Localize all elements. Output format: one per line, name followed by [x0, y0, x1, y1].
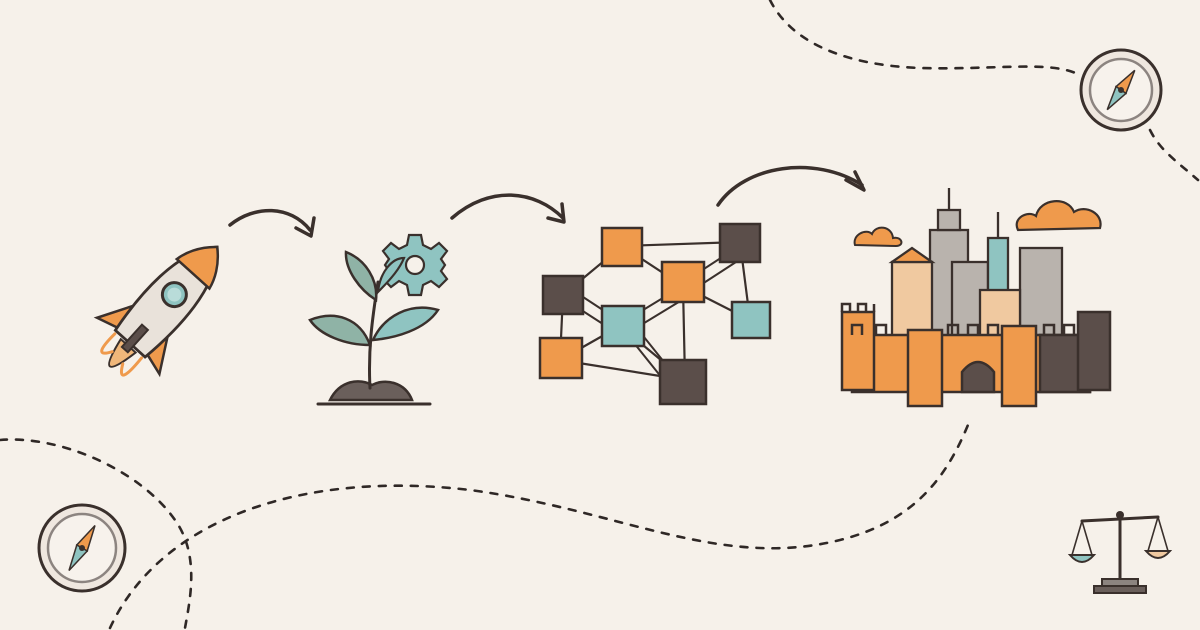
- rocket-icon: [93, 245, 220, 378]
- curved-arrow-icon: [450, 193, 566, 224]
- curved-arrow-icon: [228, 208, 316, 238]
- cube: [718, 222, 762, 264]
- castle-wall: [840, 302, 1112, 408]
- cube: [541, 274, 585, 316]
- dashed-path-top: [768, 0, 1082, 77]
- cloud-icon: [1015, 200, 1102, 232]
- curved-arrow-icon: [716, 165, 866, 207]
- balance-scale-icon: [1067, 511, 1173, 594]
- cube: [730, 300, 772, 340]
- cube: [538, 336, 584, 380]
- dashed-path-top-right: [1148, 128, 1200, 182]
- dashed-path-left: [0, 438, 193, 630]
- cube: [660, 260, 706, 304]
- cloud-icon: [853, 226, 903, 248]
- compass-icon: [1079, 48, 1163, 132]
- gear-icon: [381, 233, 449, 297]
- network-cubes-icon: [538, 222, 772, 406]
- cube: [600, 304, 646, 348]
- compass-icon: [37, 503, 127, 593]
- cube: [600, 226, 644, 268]
- dashed-path-bottom: [108, 418, 972, 630]
- sprout-gear-icon: [308, 233, 449, 406]
- cube: [658, 358, 708, 406]
- castle-city-icon: [840, 188, 1112, 408]
